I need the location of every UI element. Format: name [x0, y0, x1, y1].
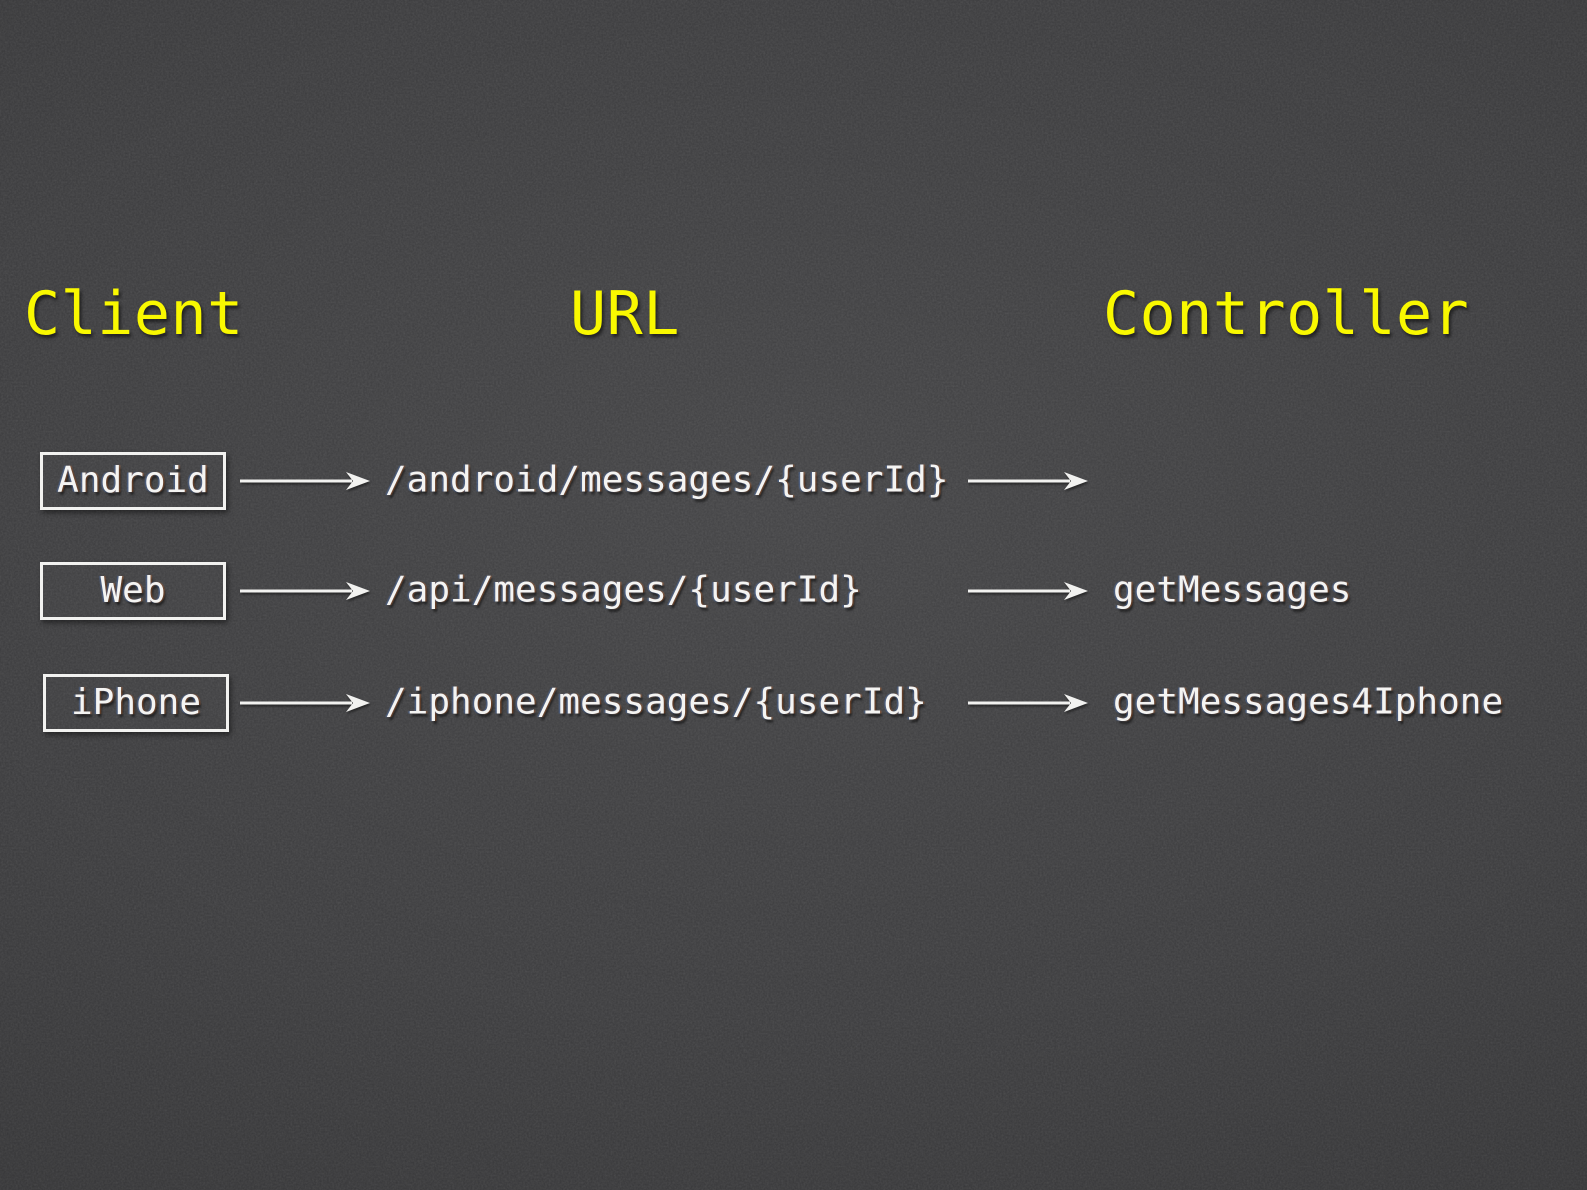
client-box-iphone: iPhone: [43, 674, 229, 732]
mapping-row-web: Web /api/messages/{userId} getMessages: [0, 562, 1587, 620]
arrow-right-icon: [968, 582, 1088, 600]
column-header-url: URL: [570, 279, 680, 349]
mapping-row-iphone: iPhone /iphone/messages/{userId} getMess…: [0, 674, 1587, 732]
arrow-right-icon: [968, 472, 1088, 490]
client-label: Web: [100, 570, 166, 611]
controller-label: getMessages: [1113, 569, 1352, 611]
arrow-right-icon: [968, 694, 1088, 712]
controller-label: getMessages4Iphone: [1113, 681, 1504, 723]
url-label: /api/messages/{userId}: [385, 569, 862, 611]
column-header-client: Client: [24, 279, 244, 349]
arrow-right-icon: [240, 472, 370, 490]
client-label: iPhone: [70, 682, 202, 723]
column-header-controller: Controller: [1103, 279, 1470, 349]
client-label: Android: [57, 460, 209, 501]
client-box-web: Web: [40, 562, 226, 620]
arrow-right-icon: [240, 582, 370, 600]
url-label: /iphone/messages/{userId}: [385, 681, 927, 723]
arrow-right-icon: [240, 694, 370, 712]
mapping-row-android: Android /android/messages/{userId}: [0, 452, 1587, 510]
client-box-android: Android: [40, 452, 226, 510]
url-label: /android/messages/{userId}: [385, 459, 949, 501]
